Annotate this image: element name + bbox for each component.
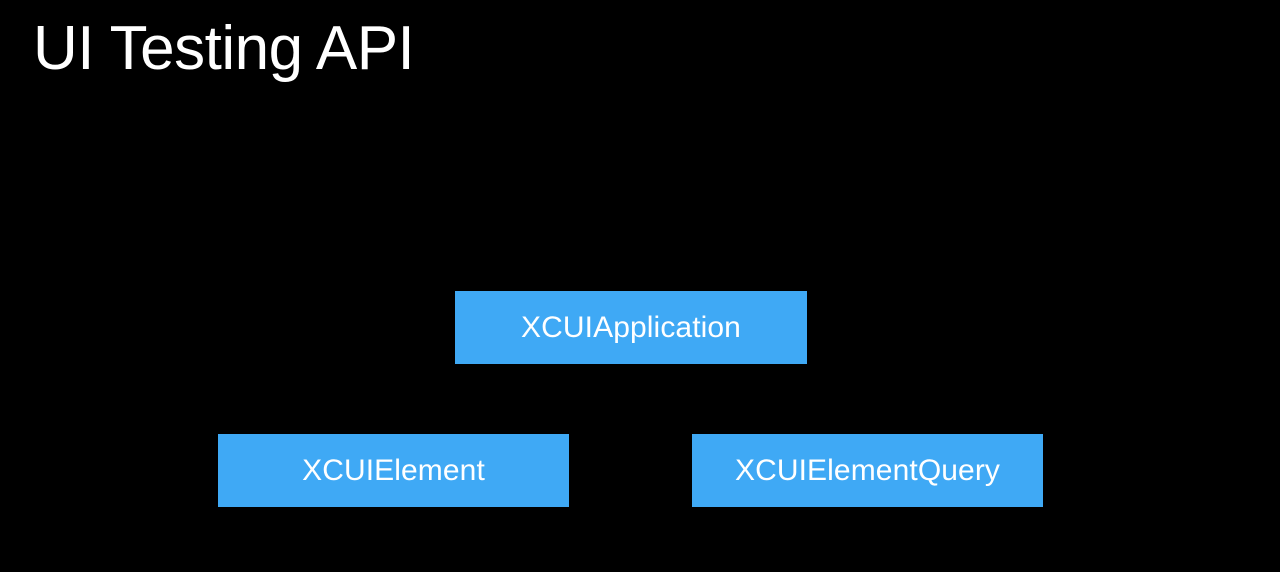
diagram-node-xcuielementquery[interactable]: XCUIElementQuery [692, 434, 1043, 507]
diagram-node-xcuielement[interactable]: XCUIElement [218, 434, 569, 507]
diagram-node-xcuiapplication[interactable]: XCUIApplication [455, 291, 807, 364]
diagram-node-label: XCUIElement [302, 453, 485, 487]
diagram-node-label: XCUIApplication [521, 310, 741, 344]
page-title: UI Testing API [33, 14, 415, 83]
diagram-node-label: XCUIElementQuery [734, 453, 1001, 487]
